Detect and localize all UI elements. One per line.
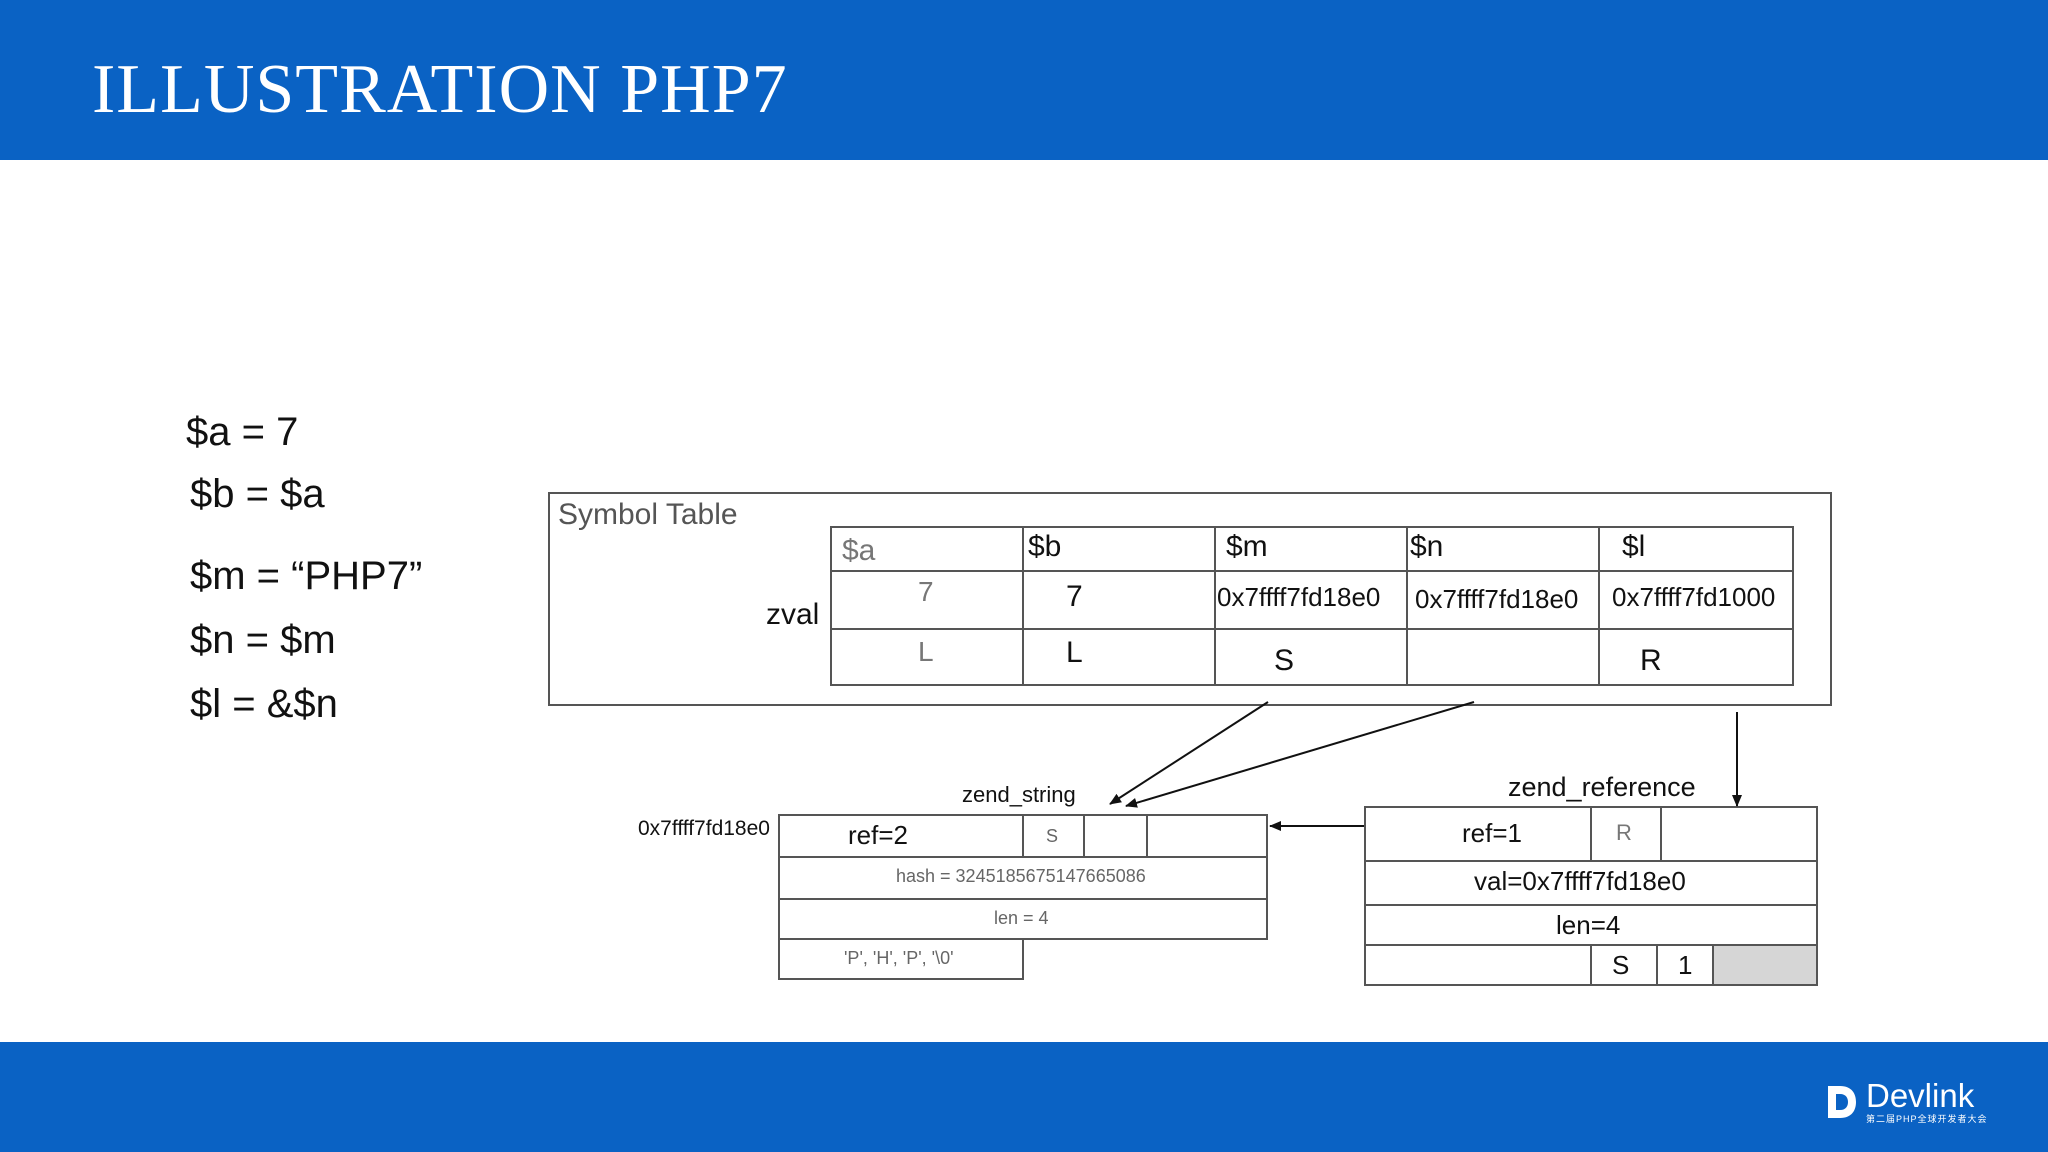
slide-title: ILLUSTRATION PHP7 [92, 51, 788, 128]
symbol-name-n: $n [1408, 528, 1600, 572]
zval-value-b: 7 [1024, 572, 1216, 630]
zval-type-n [1408, 630, 1600, 686]
symbol-table-label: Symbol Table [558, 498, 738, 531]
symbol-name-b: $b [1024, 528, 1216, 572]
zend-reference-empty-cell [1712, 946, 1816, 984]
zend-string-struct: ref=2 S hash = 3245185675147665086 len =… [778, 814, 1268, 980]
zval-value-m: 0x7ffff7fd18e0 [1216, 572, 1408, 630]
symbol-name-m: $m [1216, 528, 1408, 572]
zval-label: zval [766, 598, 820, 631]
code-line-1: $a = 7 [186, 410, 299, 454]
zval-type-a: L [832, 630, 1024, 686]
zend-reference-sub-count: 1 [1678, 950, 1693, 980]
slide-header [0, 0, 2048, 160]
code-line-4: $n = $m [190, 618, 336, 662]
code-line-3: $m = “PHP7” [190, 554, 423, 598]
devlink-logo: Devlink 第二届PHP全球开发者大会 [1826, 1077, 2006, 1130]
devlink-logo-icon [1828, 1086, 1856, 1118]
zval-value-l: 0x7ffff7fd1000 [1600, 572, 1794, 630]
zval-value-a: 7 [832, 572, 1024, 630]
zend-string-address: 0x7ffff7fd18e0 [638, 817, 770, 840]
zval-value-n: 0x7ffff7fd18e0 [1408, 572, 1600, 630]
zend-reference-ref: ref=1 [1462, 818, 1522, 848]
slide-footer [0, 1042, 2048, 1152]
zval-type-m: S [1216, 630, 1408, 686]
code-line-5: $l = &$n [190, 682, 338, 726]
zend-reference-label: zend_reference [1508, 772, 1696, 802]
zend-string-len: len = 4 [994, 908, 1049, 928]
symbol-name-l: $l [1600, 528, 1794, 572]
zval-type-l: R [1600, 630, 1794, 686]
zend-string-chars: 'P', 'H', 'P', '\0' [844, 948, 954, 968]
zend-string-hash: hash = 3245185675147665086 [896, 866, 1146, 886]
zend-reference-sub-type: S [1612, 950, 1630, 980]
symbol-name-a: $a [832, 528, 1024, 572]
symbol-table-grid: $a $b $m $n $l 7 7 0x7ffff7fd18e0 0x7fff… [830, 526, 1794, 686]
zend-reference-len: len=4 [1556, 910, 1621, 940]
arrow-n-to-zend-string [1125, 701, 1475, 808]
zend-reference-struct: ref=1 R val=0x7ffff7fd18e0 len=4 S 1 [1364, 806, 1818, 986]
devlink-logo-text: Devlink [1866, 1077, 1975, 1114]
zend-reference-type: R [1616, 820, 1632, 845]
zend-reference-val: val=0x7ffff7fd18e0 [1474, 866, 1686, 896]
arrow-m-to-zend-string [1109, 701, 1269, 805]
symbol-table-box [548, 492, 1832, 706]
zend-string-label: zend_string [962, 782, 1076, 807]
zend-string-ref: ref=2 [848, 820, 908, 850]
zval-type-b: L [1024, 630, 1216, 686]
devlink-logo-tagline: 第二届PHP全球开发者大会 [1866, 1114, 1988, 1124]
code-line-2: $b = $a [190, 472, 325, 516]
zend-string-type: S [1046, 826, 1059, 846]
